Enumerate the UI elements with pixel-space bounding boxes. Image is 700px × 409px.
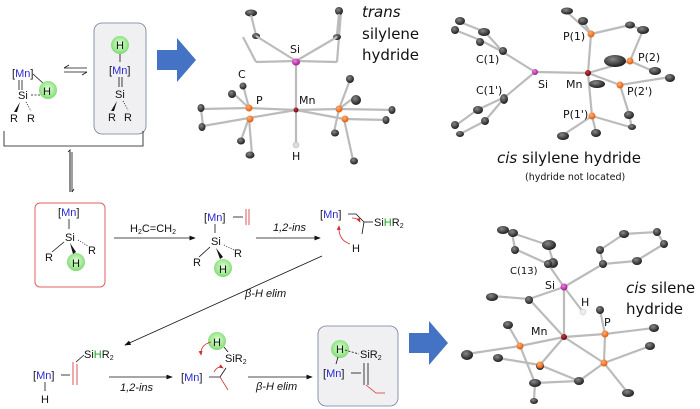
svg-text:[Mn]: [Mn] xyxy=(320,209,341,221)
svg-text:R: R xyxy=(45,252,53,264)
svg-text:H: H xyxy=(581,296,589,309)
svg-text:C(1): C(1) xyxy=(476,53,499,66)
si-atom: Si xyxy=(18,90,28,102)
step2-arrow: 1,2-ins xyxy=(256,222,321,241)
vinylsilane-hydride: SiHR2 [Mn] H xyxy=(33,349,114,406)
svg-text:H: H xyxy=(219,264,227,276)
step5-arrow: β-H elim xyxy=(248,374,313,393)
svg-text:Si: Si xyxy=(115,89,125,101)
svg-text:[Mn]: [Mn] xyxy=(12,68,33,80)
svg-text:1,2-ins: 1,2-ins xyxy=(120,382,154,394)
silyl-alkyl: H SiR2 [Mn] xyxy=(181,332,247,391)
svg-text:P(1'): P(1') xyxy=(563,108,588,121)
equilibrium-arrows xyxy=(63,64,88,76)
svg-text:P(2): P(2) xyxy=(638,51,660,64)
svg-text:C(1'): C(1') xyxy=(476,84,502,97)
svg-text:Mn: Mn xyxy=(566,78,582,91)
svg-text:H2C=CH2: H2C=CH2 xyxy=(130,223,176,236)
hydride-ball xyxy=(39,81,57,99)
svg-text:[Mn]: [Mn] xyxy=(323,368,344,380)
svg-text:SiR2: SiR2 xyxy=(360,349,382,362)
svg-text:[Mn]: [Mn] xyxy=(204,212,225,224)
step3-arrow: β-H elim xyxy=(124,255,323,346)
bracket xyxy=(3,131,144,193)
svg-text:hydride: hydride xyxy=(626,300,683,318)
hydride-note: (hydride not located) xyxy=(525,172,625,183)
svg-text:SiHR2: SiHR2 xyxy=(84,349,114,362)
svg-text:[Mn]: [Mn] xyxy=(181,372,202,384)
svg-text:C: C xyxy=(238,68,246,81)
cis-silene-title: cis silene xyxy=(626,279,695,297)
svg-text:[Mn]: [Mn] xyxy=(33,370,54,382)
cis-silene-structure: C(13) Si H Mn P cis silene hydride xyxy=(461,226,695,404)
cis-silylene-title: cis silylene hydride xyxy=(497,149,641,167)
svg-text:H: H xyxy=(213,337,221,349)
svg-text:C(13): C(13) xyxy=(510,266,538,277)
svg-text:hydride: hydride xyxy=(362,46,419,64)
svg-text:1,2-ins: 1,2-ins xyxy=(273,222,307,234)
svg-text:β-H elim: β-H elim xyxy=(244,288,286,300)
svg-text:H: H xyxy=(72,258,80,270)
alkyl-complex: [Mn] SiHR2 H xyxy=(320,209,404,255)
svg-text:Si: Si xyxy=(211,236,221,248)
silene-hydride-box: H SiR2 [Mn] xyxy=(317,325,399,407)
big-arrow-bottom xyxy=(409,321,448,365)
trans-structure: Si C P Mn H trans silylene hydride xyxy=(197,3,419,165)
svg-text:R: R xyxy=(193,257,201,269)
svg-text:[Mn]: [Mn] xyxy=(58,207,79,219)
cis-silylene-structure: P(1) P(2) C(1) C(1') Si Mn P(2') P(1') c… xyxy=(451,7,675,183)
svg-text:P: P xyxy=(256,94,263,107)
trans-title-italic: trans xyxy=(362,3,401,21)
svg-text:Mn: Mn xyxy=(299,94,315,107)
svg-text:R: R xyxy=(88,245,96,257)
svg-text:R: R xyxy=(234,248,242,260)
silane-complex-box: [Mn] Si R R H xyxy=(34,202,106,288)
svg-text:H: H xyxy=(41,394,49,406)
olefin-complex: [Mn] Si R R H xyxy=(193,209,250,277)
eq-left-structure: [Mn] Si H R R xyxy=(10,68,57,125)
big-arrow-top xyxy=(157,38,196,82)
svg-text:Si: Si xyxy=(538,78,548,91)
svg-text:H: H xyxy=(352,243,360,255)
svg-text:P(1): P(1) xyxy=(563,30,585,43)
svg-text:Si: Si xyxy=(65,232,75,244)
step4-arrow: 1,2-ins xyxy=(109,374,173,394)
svg-text:H: H xyxy=(336,344,344,356)
svg-text:R: R xyxy=(10,113,18,125)
svg-text:H: H xyxy=(43,86,51,98)
svg-text:P(2'): P(2') xyxy=(627,85,652,98)
eq-right-structure-box: H [Mn] Si R R xyxy=(93,22,147,135)
svg-text:Mn: Mn xyxy=(531,325,547,338)
svg-text:R: R xyxy=(124,112,132,124)
svg-text:H: H xyxy=(292,150,300,163)
svg-text:SiHR2: SiHR2 xyxy=(374,217,404,230)
svg-text:Si: Si xyxy=(545,279,555,292)
svg-text:Si: Si xyxy=(290,43,300,56)
svg-text:H: H xyxy=(116,40,124,52)
svg-text:R: R xyxy=(27,113,35,125)
svg-text:P: P xyxy=(604,316,611,329)
svg-text:R: R xyxy=(108,112,116,124)
svg-text:[Mn]: [Mn] xyxy=(109,65,130,77)
svg-text:SiR2: SiR2 xyxy=(225,353,247,366)
svg-text:β-H elim: β-H elim xyxy=(255,381,297,393)
svg-text:silylene: silylene xyxy=(362,25,419,43)
step1-arrow: H2C=CH2 xyxy=(114,223,196,241)
